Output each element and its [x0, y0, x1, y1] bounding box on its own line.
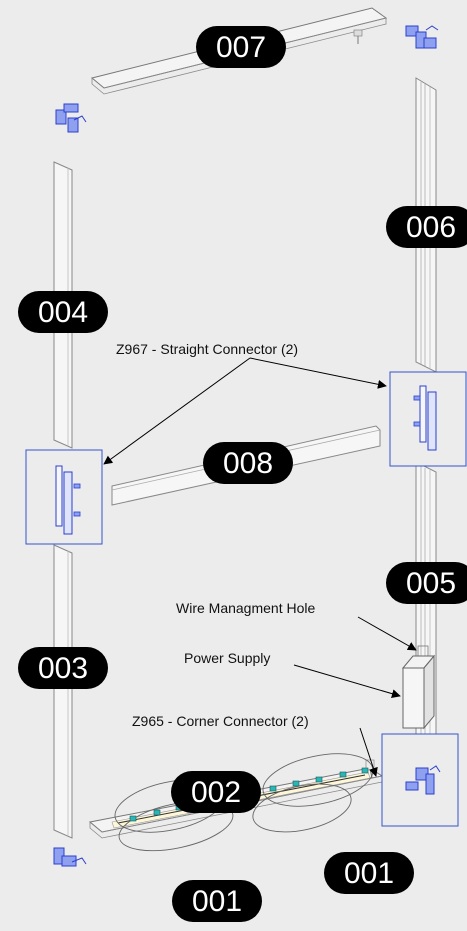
svg-text:005: 005	[406, 567, 456, 600]
part-badge-002: 002	[171, 771, 261, 813]
part-badge-006: 006	[386, 206, 467, 248]
svg-text:001: 001	[192, 885, 242, 918]
part-badge-008: 008	[203, 442, 293, 484]
part-badge-004: 004	[18, 291, 108, 333]
svg-text:006: 006	[406, 211, 456, 244]
part-badge-007: 007	[196, 26, 286, 68]
svg-text:004: 004	[38, 296, 88, 329]
part-badge-003: 003	[18, 647, 108, 689]
callout-corner-connector: Z965 - Corner Connector (2)	[132, 713, 309, 729]
svg-text:007: 007	[216, 31, 266, 64]
straight-connector-detail-right	[389, 371, 467, 467]
corner-connector-icon-bottom-left	[53, 847, 87, 867]
svg-text:001: 001	[344, 857, 394, 890]
corner-connector-icon-top-left	[55, 103, 87, 133]
straight-connector-detail-left	[25, 449, 103, 545]
left-upright-lower	[53, 544, 73, 839]
callout-straight-connector: Z967 - Straight Connector (2)	[116, 341, 298, 357]
corner-connector-icon-top-right	[405, 25, 439, 49]
callout-wire-hole: Wire Managment Hole	[176, 600, 315, 616]
part-badge-001-bottom: 001	[172, 880, 262, 922]
svg-text:008: 008	[223, 447, 273, 480]
callout-power-supply: Power Supply	[184, 650, 270, 666]
svg-text:002: 002	[191, 776, 241, 809]
leader-lines	[103, 357, 417, 777]
corner-connector-detail	[381, 733, 459, 827]
power-supply-box	[401, 654, 436, 730]
svg-text:003: 003	[38, 652, 88, 685]
part-badge-005: 005	[386, 562, 467, 604]
part-badge-001-right: 001	[324, 852, 414, 894]
